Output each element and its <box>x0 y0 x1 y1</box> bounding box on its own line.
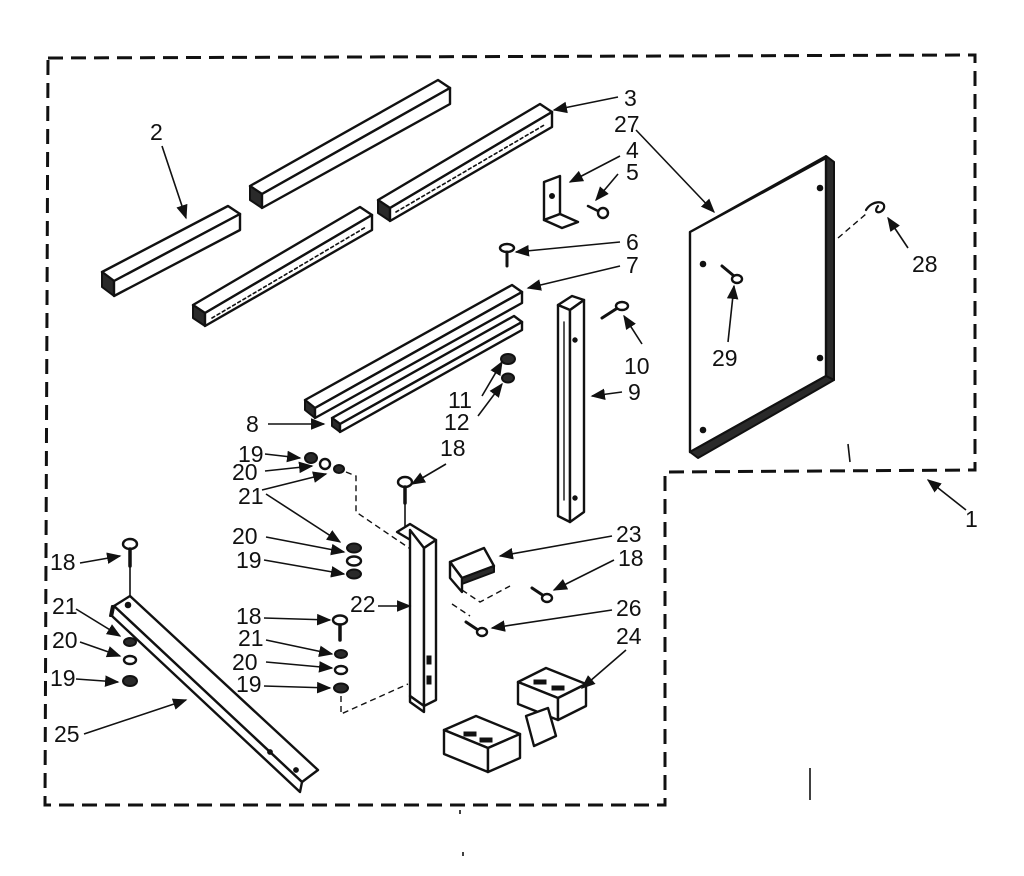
top-rail <box>248 78 452 210</box>
callout-21-a: 21 <box>238 483 264 509</box>
callout-2: 2 <box>150 119 163 145</box>
part-6-screw <box>498 242 516 268</box>
part-29-screw <box>720 264 744 285</box>
part-23-bracket <box>448 546 496 594</box>
callout-18-c: 18 <box>236 603 262 629</box>
callout-19-b: 19 <box>236 547 262 573</box>
callout-19-d: 19 <box>236 671 262 697</box>
leader-lines <box>75 96 967 735</box>
part-18-screw-d <box>530 586 554 604</box>
callout-10: 10 <box>624 353 650 379</box>
callout-labels: 1 2 3 4 5 6 7 8 9 10 11 12 18 19 20 21 2… <box>50 85 978 747</box>
callout-22: 22 <box>350 591 376 617</box>
callout-8: 8 <box>246 411 259 437</box>
callout-18-a: 18 <box>440 435 466 461</box>
callout-11: 11 <box>448 387 472 413</box>
callout-28: 28 <box>912 251 938 277</box>
part-10-screw <box>600 300 630 320</box>
callout-23: 23 <box>616 521 642 547</box>
part-11-washer <box>500 353 516 365</box>
callout-3: 3 <box>624 85 637 111</box>
callout-7: 7 <box>626 252 639 278</box>
callout-18-b: 18 <box>50 549 76 575</box>
fastener-stack-brace <box>122 637 138 687</box>
part-28-clip <box>864 201 886 214</box>
callout-21-c: 21 <box>238 625 264 651</box>
kit-boundary <box>43 53 977 807</box>
part-18-screw-a <box>396 475 414 505</box>
callout-24: 24 <box>616 623 642 649</box>
part-26-screw <box>464 620 489 638</box>
part-27-panel <box>688 155 835 459</box>
callout-20-a: 20 <box>232 459 258 485</box>
part-2-channel <box>100 204 242 298</box>
fastener-stack-upper <box>304 452 345 474</box>
part-25-brace <box>109 594 320 794</box>
callout-19-a: 19 <box>238 441 264 467</box>
callout-12: 12 <box>444 409 470 435</box>
callout-27: 27 <box>614 111 640 137</box>
part-12-nut <box>501 372 515 384</box>
callout-5: 5 <box>626 159 639 185</box>
part-9-channel <box>556 294 586 524</box>
callout-9: 9 <box>628 379 641 405</box>
callout-29: 29 <box>712 345 738 371</box>
callout-4: 4 <box>626 137 639 163</box>
callout-21-b: 21 <box>52 593 78 619</box>
fastener-stack-middle <box>345 542 363 580</box>
part-18-screw-b <box>121 537 139 568</box>
callout-18-d: 18 <box>618 545 644 571</box>
callout-20-d: 20 <box>232 649 258 675</box>
part-3-toothed-rail <box>376 102 554 223</box>
callout-1: 1 <box>965 506 978 532</box>
part-8-rail <box>330 314 524 434</box>
callout-20-b: 20 <box>232 523 258 549</box>
callout-25: 25 <box>54 721 80 747</box>
part-7-rail <box>303 283 524 420</box>
part-22-bracket <box>395 522 438 714</box>
part-5-screw <box>586 204 610 220</box>
fastener-stack-lower <box>331 614 349 694</box>
toothed-rail-lower <box>191 205 374 328</box>
part-24-support <box>442 666 588 774</box>
callout-26: 26 <box>616 595 642 621</box>
callout-20-c: 20 <box>52 627 78 653</box>
callout-6: 6 <box>626 229 639 255</box>
callout-19-c: 19 <box>50 665 76 691</box>
part-4-bracket <box>542 174 580 230</box>
